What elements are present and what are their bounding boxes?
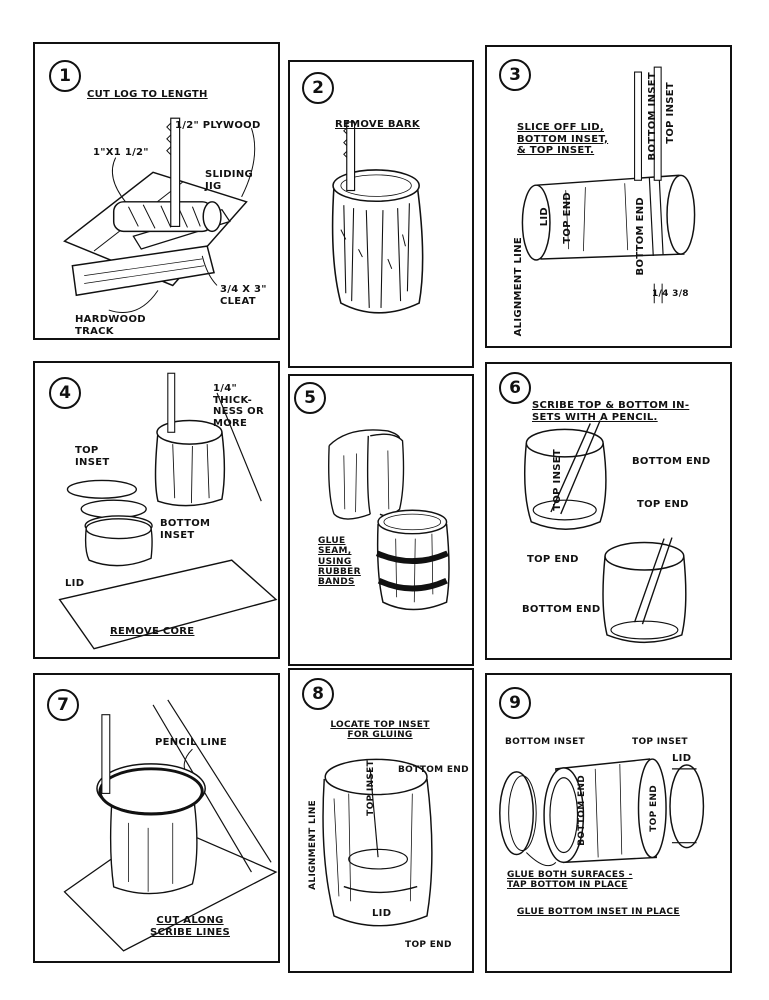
step-1-illustration <box>63 117 256 313</box>
cleat-label: 3/4 x 3" CLEAT <box>220 284 267 307</box>
thickness-label: 1/4" THICK- NESS OR MORE <box>213 383 264 429</box>
step-5-illustration <box>328 429 450 611</box>
top-end-label-2: TOP END <box>527 554 579 565</box>
bottom-end-label: BOTTOM END <box>635 197 646 276</box>
step-9-panel: 9 BOTTOM INSET TOP INSET LID BOTTOM END … <box>485 673 732 973</box>
step-number: 4 <box>49 377 81 409</box>
size-label: 1"x1 1/2" <box>93 147 149 158</box>
lid-label: LID <box>672 753 692 764</box>
bottom-inset-label: BOTTOM INSET <box>505 737 585 747</box>
step-4-illustration <box>58 372 278 650</box>
lid-label: LID <box>372 908 392 919</box>
step-number: 7 <box>47 689 79 721</box>
lid-label: LID <box>539 207 550 227</box>
step-4-panel: 4 1/4" THICK- NESS OR MORE TOP INSET BOT… <box>33 361 280 659</box>
step-8-illustration <box>322 758 433 927</box>
step-title: LOCATE TOP INSET FOR GLUING <box>330 720 430 741</box>
step-number: 3 <box>499 59 531 91</box>
bottom-end-label: BOTTOM END <box>632 456 711 467</box>
top-inset-label: TOP INSET <box>552 449 563 511</box>
alignment-line-label: ALIGNMENT LINE <box>308 800 318 890</box>
step-number: 2 <box>302 72 334 104</box>
top-inset-label: TOP INSET <box>665 82 676 144</box>
step-2-illustration <box>331 121 424 314</box>
top-inset-label: TOP INSET <box>75 445 110 468</box>
top-inset-label: TOP INSET <box>366 760 376 816</box>
step-3-panel: 3 SLICE OFF LID, BOTTOM INSET, & TOP INS… <box>485 45 732 348</box>
step-number: 8 <box>302 678 334 710</box>
track-label: HARDWOOD TRACK <box>75 314 146 337</box>
step-title: SCRIBE TOP & BOTTOM IN- SETS WITH A PENC… <box>532 400 690 423</box>
glue-label: GLUE SEAM, USING RUBBER BANDS <box>318 536 361 588</box>
step-title: GLUE BOTTOM INSET IN PLACE <box>517 907 680 917</box>
step-number: 1 <box>49 60 81 92</box>
step-number: 5 <box>294 382 326 414</box>
alignment-line-label: ALIGNMENT LINE <box>513 237 524 337</box>
plywood-label: 1/2" PLYWOOD <box>175 120 261 131</box>
top-end-label: TOP END <box>637 499 689 510</box>
step-title: CUT LOG TO LENGTH <box>87 89 208 100</box>
bottom-end-label: BOTTOM END <box>577 775 587 846</box>
glue-label: GLUE BOTH SURFACES - TAP BOTTOM IN PLACE <box>507 870 633 891</box>
top-end-label: TOP END <box>405 940 452 950</box>
bottom-inset-label: BOTTOM INSET <box>160 518 211 541</box>
cut-label: CUT ALONG SCRIBE LINES <box>150 915 230 938</box>
step-9-illustration <box>499 758 705 867</box>
top-end-label: TOP END <box>562 192 573 244</box>
step-2-panel: 2 REMOVE BARK <box>288 60 474 368</box>
step-title: REMOVE BARK <box>335 119 420 130</box>
step-3-illustration <box>521 66 696 304</box>
step-title: SLICE OFF LID, BOTTOM INSET, & TOP INSET… <box>517 122 609 156</box>
step-6-illustration <box>523 420 687 643</box>
step-5-panel: 5 GLUE SEAM, USING RUBBER BANDS <box>288 374 474 666</box>
step-6-panel: 6 SCRIBE TOP & BOTTOM IN- SETS WITH A PE… <box>485 362 732 660</box>
step-7-illustration <box>63 699 278 952</box>
step-8-panel: 8 LOCATE TOP INSET FOR GLUING TOP INSET … <box>288 668 474 973</box>
step-1-panel: 1 CUT LOG TO LENGTH 1/2" PLYWOOD 1"x1 1/… <box>33 42 280 340</box>
step-7-panel: 7 PENCIL LINE CUT ALONG SCRIBE LINES <box>33 673 280 963</box>
jig-label: SLIDING JIG <box>205 169 253 192</box>
bottom-end-label-2: BOTTOM END <box>522 604 601 615</box>
bottom-inset-label: BOTTOM INSET <box>647 72 658 161</box>
step-number: 6 <box>499 372 531 404</box>
bottom-end-label: BOTTOM END <box>398 765 469 775</box>
step-number: 9 <box>499 687 531 719</box>
pencil-line-label: PENCIL LINE <box>155 737 228 748</box>
dimension-label: 1/4 3/8 <box>652 289 689 299</box>
top-end-label: TOP END <box>649 785 659 832</box>
step-title: REMOVE CORE <box>110 626 195 637</box>
top-inset-label: TOP INSET <box>632 737 688 747</box>
lid-label: LID <box>65 578 85 589</box>
